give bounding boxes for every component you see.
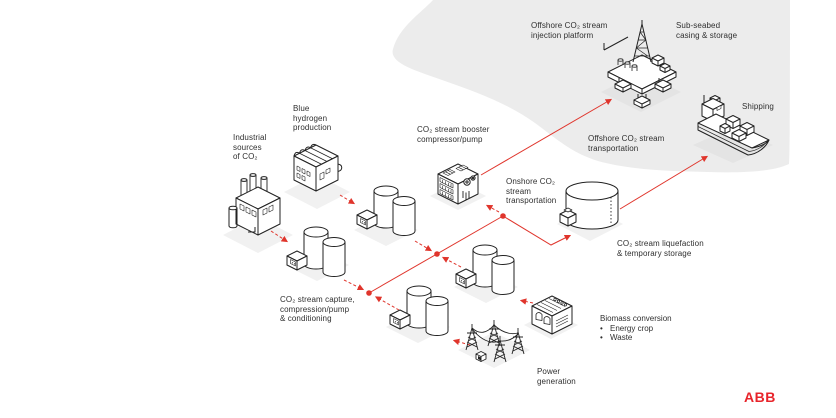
tank-cluster-icon bbox=[356, 185, 416, 236]
arrow-biomass-capture4 bbox=[519, 298, 534, 305]
label-industrial-sources: Industrial sources of CO₂ bbox=[233, 133, 267, 162]
pipeline-to-platform bbox=[480, 98, 613, 176]
background-swoosh bbox=[392, 0, 790, 173]
ship-icon bbox=[697, 95, 770, 156]
label-booster: CO₂ stream booster compressor/pump bbox=[417, 125, 490, 144]
compressor-icon bbox=[437, 163, 479, 205]
pylon bbox=[465, 324, 479, 351]
junction-dot bbox=[434, 251, 440, 257]
label-liquefaction: CO₂ stream liquefaction & temporary stor… bbox=[617, 239, 704, 258]
pipeline-network bbox=[270, 98, 709, 346]
arrow-junction3-booster bbox=[485, 204, 500, 213]
tank-cluster-icon bbox=[286, 226, 346, 277]
biomass-title: Biomass conversion bbox=[600, 314, 672, 323]
bullet-icon: • bbox=[600, 333, 603, 343]
tank-cluster-icon bbox=[455, 244, 515, 295]
arrow-factory-capture bbox=[270, 230, 289, 243]
biomass-item-text: Waste bbox=[610, 333, 633, 343]
tank-cluster-icon bbox=[389, 285, 449, 336]
label-biomass: Biomass conversion • Energy crop • Waste bbox=[600, 314, 672, 343]
pipeline-to-ship bbox=[619, 155, 709, 210]
biomass-item-text: Energy crop bbox=[610, 323, 654, 333]
label-offshore-transport: Offshore CO₂ stream transportation bbox=[588, 134, 665, 153]
junction-dot bbox=[500, 213, 506, 219]
factory-icon bbox=[228, 173, 281, 236]
pylon bbox=[511, 328, 525, 355]
platform-icon bbox=[603, 20, 677, 109]
abb-logo: ABB bbox=[744, 389, 776, 405]
label-subseabed: Sub-seabed casing & storage bbox=[676, 21, 738, 40]
biomass-item: • Energy crop bbox=[600, 324, 672, 334]
pipeline-to-storage bbox=[502, 215, 572, 246]
hydrogen-plant-icon bbox=[293, 143, 343, 192]
arrow-capture2-junction2 bbox=[414, 240, 433, 252]
label-blue-hydrogen: Blue hydrogen production bbox=[293, 104, 332, 133]
label-shipping: Shipping bbox=[742, 102, 774, 111]
pylon bbox=[487, 320, 501, 347]
biomass-plant-icon bbox=[531, 295, 573, 335]
label-offshore-platform: Offshore CO₂ stream injection platform bbox=[531, 21, 608, 40]
arrow-capture3-junction1 bbox=[374, 296, 400, 311]
arrow-capture1-junction1 bbox=[343, 279, 365, 291]
bullet-icon: • bbox=[600, 323, 603, 333]
biomass-item: • Waste bbox=[600, 333, 672, 343]
power-towers-icon bbox=[465, 320, 525, 363]
arrow-capture4-junction2 bbox=[441, 256, 462, 268]
label-onshore-transport: Onshore CO₂ stream transportation bbox=[506, 177, 557, 206]
label-power: Power generation bbox=[537, 367, 576, 386]
arrow-hydrogen-capture bbox=[339, 194, 356, 205]
junction-dot bbox=[366, 290, 372, 296]
pylon bbox=[493, 336, 507, 363]
storage-tank-icon bbox=[559, 181, 619, 230]
label-capture: CO₂ stream capture, compression/pump & c… bbox=[280, 295, 355, 324]
